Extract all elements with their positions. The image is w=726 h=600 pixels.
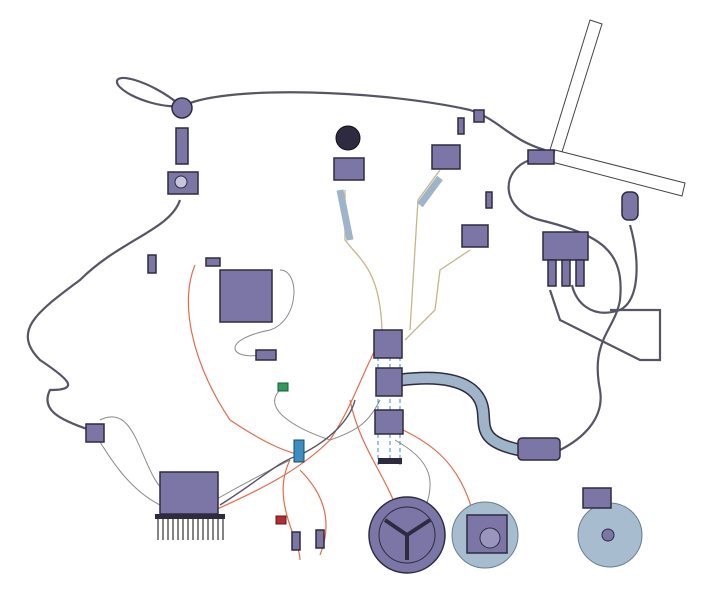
valve-3 [575, 259, 585, 287]
central-module-top [373, 329, 403, 359]
terminal-2 [315, 529, 325, 549]
heater-fins [157, 519, 224, 540]
coolant-hose [399, 373, 522, 455]
left-ribbon-sleeve [336, 189, 354, 241]
sensor-bracket [175, 127, 189, 165]
sensor-lens [174, 175, 188, 189]
red-wire-1 [187, 264, 301, 456]
red-wire-2 [214, 349, 376, 511]
ribbon-wire-mid [409, 169, 441, 331]
central-module-bottom [374, 409, 404, 435]
boom-arm-horizontal [551, 149, 686, 197]
pump-motor [517, 437, 561, 461]
heater-base [155, 514, 225, 519]
probe-sensor [621, 191, 639, 221]
mid-actuator [431, 144, 461, 170]
caster-hub [601, 528, 615, 542]
green-connector [277, 382, 289, 392]
mid-actuator-pin [457, 117, 465, 135]
valve-block [542, 231, 589, 261]
caster-bracket [582, 487, 612, 509]
left-actuator [333, 157, 365, 181]
valve-2 [561, 259, 571, 287]
steering-spokes [383, 518, 432, 560]
inline-connector [473, 109, 485, 123]
boom-arm-vertical [549, 19, 603, 153]
frame-cable [548, 289, 662, 362]
left-harness-cable [26, 199, 182, 432]
central-base-plate [378, 458, 402, 464]
heater-unit [159, 471, 219, 515]
horn-disc [171, 97, 193, 119]
inline-relay [255, 349, 277, 361]
ribbon-wire-right [404, 249, 471, 341]
boom-joint [527, 149, 555, 165]
right-loop-cable [507, 158, 622, 451]
controller-plug [205, 257, 221, 267]
round-sensor [335, 125, 361, 151]
right-actuator-pin [485, 191, 493, 209]
red-connector [275, 515, 287, 525]
central-module-mid [375, 367, 403, 397]
terminal-1 [291, 531, 301, 551]
blue-module [293, 439, 305, 463]
ribbon-wire-left [344, 190, 383, 331]
controller-box [219, 269, 273, 323]
wheel-hub [479, 527, 501, 549]
small-clip [147, 254, 157, 274]
alignment-line-1 [377, 350, 401, 465]
grey-wire-4 [274, 389, 381, 441]
valve-1 [547, 259, 557, 287]
steering-wheel-rim [378, 506, 436, 564]
hose-outline [399, 371, 522, 457]
black-wire [219, 399, 356, 506]
grey-wire-3 [234, 269, 295, 357]
left-junction-box [85, 423, 105, 443]
mid-ribbon-sleeve [417, 175, 443, 208]
right-actuator [461, 224, 489, 248]
grey-wire-5 [214, 459, 291, 501]
